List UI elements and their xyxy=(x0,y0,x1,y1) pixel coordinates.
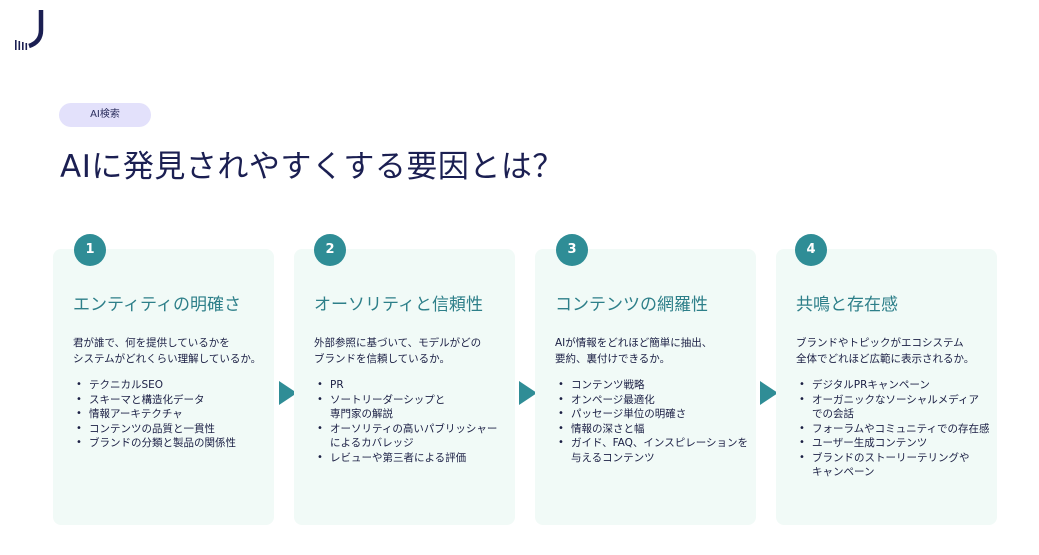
factor-card-resonance-presence: 共鳴と存在感 ブランドやトピックがエコシステム全体でどれほど広範に表示されるか。… xyxy=(776,249,997,525)
arrow-right-icon xyxy=(279,381,297,405)
card-description: 外部参照に基づいて、モデルがどのブランドを信頼しているか。 xyxy=(314,337,482,365)
step-number-badge: 3 xyxy=(556,234,588,266)
card-list-item: ユーザー生成コンテンツ xyxy=(796,436,996,451)
step-number-badge: 2 xyxy=(314,234,346,266)
card-list-item: 情報アーキテクチャ xyxy=(73,407,273,422)
factor-card-authority-trust: オーソリティと信頼性 外部参照に基づいて、モデルがどのブランドを信頼しているか。… xyxy=(294,249,515,525)
card-item-list: PRソートリーダーシップと専門家の解説オーソリティの高いパブリッシャーによるカバ… xyxy=(314,378,514,465)
card-title: エンティティの明確さ xyxy=(73,295,241,315)
card-list-item: フォーラムやコミュニティでの存在感 xyxy=(796,422,996,437)
factor-card-entity-clarity: エンティティの明確さ 君が誰で、何を提供しているかをシステムがどれくらい理解して… xyxy=(53,249,274,525)
page-title: AIに発見されやすくする要因とは？ xyxy=(60,149,564,185)
card-list-item: コンテンツの品質と一貫性 xyxy=(73,422,273,437)
step-number-badge: 1 xyxy=(74,234,106,266)
step-number-badge: 4 xyxy=(795,234,827,266)
card-title: コンテンツの網羅性 xyxy=(555,295,708,315)
card-list-item: 情報の深さと幅 xyxy=(555,422,755,437)
card-description: AIが情報をどれほど簡単に抽出、要約、裏付けできるか。 xyxy=(555,337,713,365)
arrow-right-icon xyxy=(519,381,537,405)
card-list-item: レビューや第三者による評価 xyxy=(314,451,514,466)
card-item-list: テクニカルSEOスキーマと構造化データ情報アーキテクチャコンテンツの品質と一貫性… xyxy=(73,378,273,451)
card-title: オーソリティと信頼性 xyxy=(314,295,483,315)
card-list-item: パッセージ単位の明確さ xyxy=(555,407,755,422)
brand-logo-icon xyxy=(15,10,44,50)
card-list-item: コンテンツ戦略 xyxy=(555,378,755,393)
card-list-item: ブランドの分類と製品の関係性 xyxy=(73,436,273,451)
card-list-item: デジタルPRキャンペーン xyxy=(796,378,996,393)
card-item-list: コンテンツ戦略オンページ最適化パッセージ単位の明確さ情報の深さと幅ガイド、FAQ… xyxy=(555,378,755,465)
arrow-right-icon xyxy=(760,381,778,405)
card-title: 共鳴と存在感 xyxy=(796,295,898,315)
card-item-list: デジタルPRキャンペーンオーガニックなソーシャルメディアでの会話フォーラムやコミ… xyxy=(796,378,996,480)
card-description: ブランドやトピックがエコシステム全体でどれほど広範に表示されるか。 xyxy=(796,337,975,365)
card-list-item: スキーマと構造化データ xyxy=(73,393,273,408)
card-list-item: オンページ最適化 xyxy=(555,393,755,408)
factor-card-content-coverage: コンテンツの網羅性 AIが情報をどれほど簡単に抽出、要約、裏付けできるか。 コン… xyxy=(535,249,756,525)
card-list-item: テクニカルSEO xyxy=(73,378,273,393)
card-description: 君が誰で、何を提供しているかをシステムがどれくらい理解しているか。 xyxy=(73,337,262,365)
category-tag: AI検索 xyxy=(59,103,151,127)
card-list-item: PR xyxy=(314,378,514,393)
